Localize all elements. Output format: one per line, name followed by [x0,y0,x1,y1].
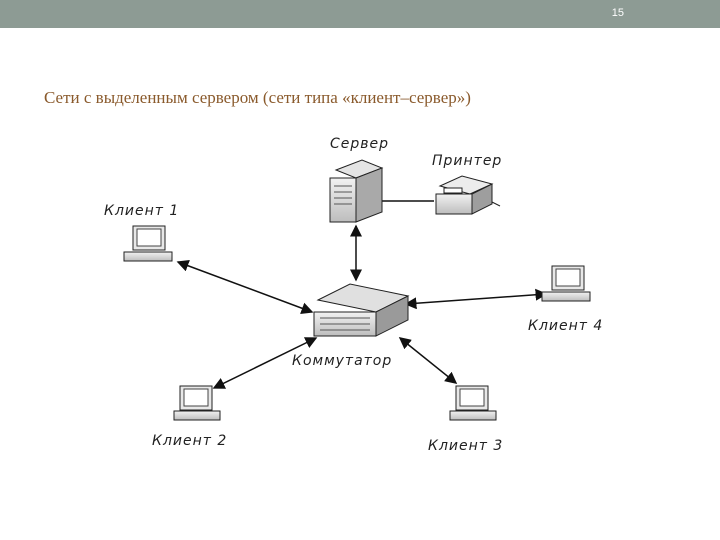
link-client4-switch [404,288,548,310]
slide-title: Сети с выделенным сервером (сети типа «к… [44,88,471,107]
slide-header-bar: 15 [0,0,720,28]
label-client1: Клиент 1 [104,203,179,219]
link-client3-switch [398,337,458,384]
connection-lines [176,200,548,389]
link-client1-switch [176,260,314,314]
label-client2: Клиент 2 [152,433,227,449]
slide-number: 15 [611,7,624,19]
label-server: Сервер [330,136,389,152]
computer-icon-client1 [123,225,173,262]
label-switch: Коммутатор [292,353,392,369]
label-printer: Принтер [432,153,502,169]
computer-icon-client3 [449,385,497,421]
computer-icon-client2 [173,385,221,421]
server-icon [329,159,384,223]
link-client2-switch [212,337,318,389]
computer-icon-client4 [541,265,591,302]
printer-icon [435,175,501,215]
switch-icon [313,283,410,337]
label-client3: Клиент 3 [428,438,503,454]
label-client4: Клиент 4 [528,318,603,334]
